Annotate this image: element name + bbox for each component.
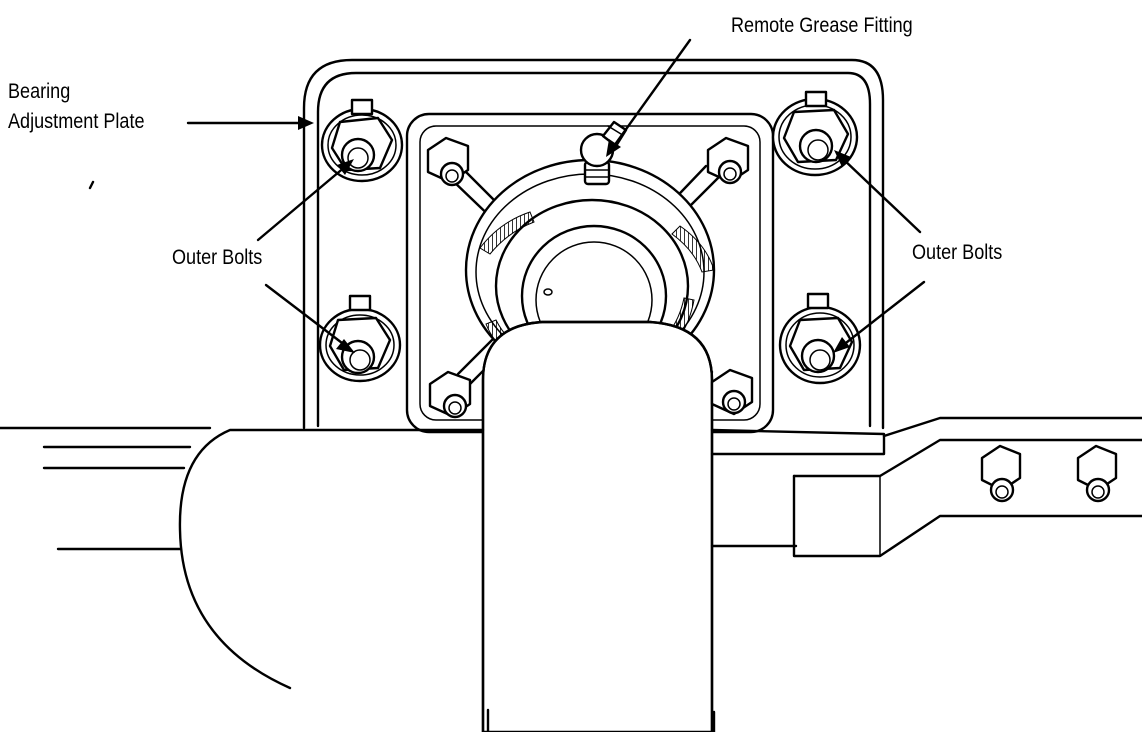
leader-bearing-plate: [186, 116, 314, 130]
shaft: [481, 320, 714, 734]
flange-bolt-upper-right: [706, 136, 750, 185]
flange-bolt-lower-right: [710, 368, 754, 416]
leader-grease-fitting: [606, 38, 692, 157]
arm-bolt-1: [980, 444, 1022, 503]
grease-fitting: [579, 120, 628, 186]
bearing-label-line1: Bearing: [8, 80, 71, 103]
flange-bolt-lower-left: [428, 370, 472, 419]
leader-outer-bolts-left: [256, 159, 355, 353]
leader-outer-bolts-right: [833, 150, 926, 353]
adjustment-plate-label-line2: Adjustment Plate: [8, 110, 145, 133]
outer-bolt-lower-left: [318, 294, 402, 383]
outer-bolts-right-label: Outer Bolts: [912, 241, 1003, 264]
arm-bolt-2: [1076, 444, 1118, 503]
outer-bolt-upper-left: [320, 98, 404, 183]
bearing-adjustment-plate: [302, 58, 885, 430]
break-marks: [88, 180, 716, 734]
remote-grease-fitting-label: Remote Grease Fitting: [731, 14, 913, 37]
outer-bolt-lower-right: [778, 292, 862, 385]
outer-bolts-left-label: Outer Bolts: [172, 246, 263, 269]
outer-bolt-upper-right: [771, 90, 859, 177]
frame-beam: [0, 416, 1142, 690]
flange-bolt-upper-left: [426, 136, 470, 187]
